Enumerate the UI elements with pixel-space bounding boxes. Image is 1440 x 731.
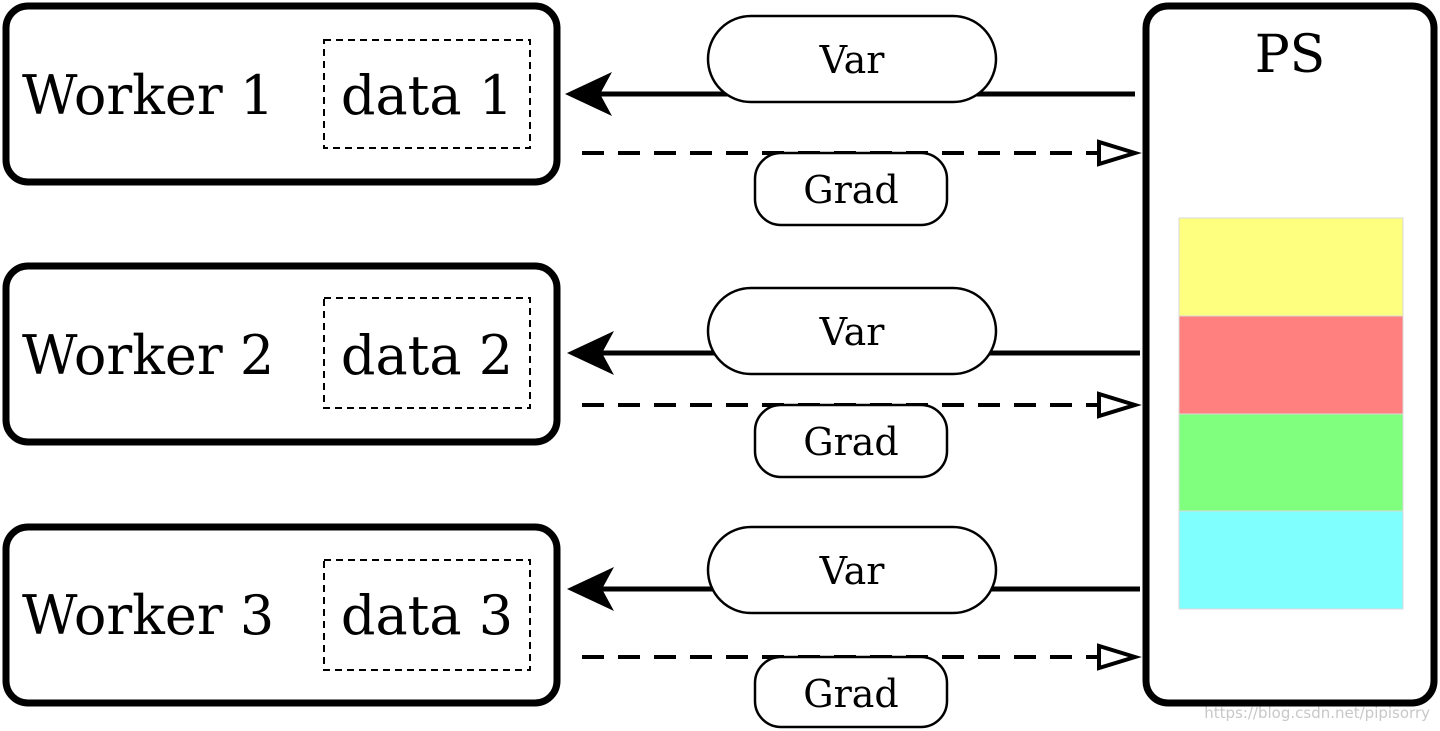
- var-arrowhead-2: [567, 331, 614, 375]
- ps-segment-1: [1178, 217, 1404, 317]
- grad-arrowhead-2: [1097, 391, 1142, 419]
- grad-label-1: Grad: [803, 168, 899, 212]
- var-pill-2: [706, 286, 998, 376]
- ps-segment-3: [1178, 413, 1404, 512]
- grad-arrowhead-3: [1097, 643, 1142, 671]
- worker-3: Worker 3 data 3: [2, 523, 561, 707]
- worker-1-data-label: data 1: [341, 64, 513, 127]
- worker-1-data-box: [323, 39, 531, 149]
- var-arrowhead-3: [567, 567, 614, 611]
- grad-label-3: Grad: [803, 672, 899, 716]
- worker-2: Worker 2 data 2: [2, 262, 561, 446]
- var-pill-3: [706, 525, 998, 615]
- watermark-text: https://blog.csdn.net/pipisorry: [1204, 704, 1430, 722]
- worker-1-box: [2, 2, 561, 186]
- row-1-arrows: Var Grad: [565, 14, 1142, 227]
- worker-3-label: Worker 3: [22, 584, 274, 647]
- var-label-1: Var: [819, 38, 886, 82]
- ps-label: PS: [1255, 25, 1326, 85]
- worker-1-label: Worker 1: [22, 64, 274, 127]
- var-label-2: Var: [819, 310, 886, 354]
- worker-3-data-label: data 3: [341, 584, 513, 647]
- ps-node: PS: [1142, 2, 1438, 707]
- var-label-3: Var: [819, 549, 886, 593]
- worker-2-data-label: data 2: [341, 324, 513, 387]
- worker-2-data-box: [323, 297, 531, 409]
- grad-pill-1: [753, 151, 949, 227]
- grad-pill-2: [753, 403, 949, 479]
- grad-arrowhead-1: [1097, 139, 1142, 167]
- var-arrowhead-1: [565, 72, 612, 116]
- grad-label-2: Grad: [803, 420, 899, 464]
- worker-3-box: [2, 523, 561, 707]
- worker-2-label: Worker 2: [22, 324, 274, 387]
- row-2-arrows: Var Grad: [567, 286, 1142, 479]
- grad-pill-3: [753, 655, 949, 729]
- ps-segment-2: [1178, 315, 1404, 415]
- ps-segment-4: [1178, 510, 1404, 610]
- worker-3-data-box: [323, 559, 531, 671]
- row-3-arrows: Var Grad: [567, 525, 1142, 729]
- worker-2-box: [2, 262, 561, 446]
- worker-1: Worker 1 data 1: [2, 2, 561, 186]
- var-pill-1: [706, 14, 998, 104]
